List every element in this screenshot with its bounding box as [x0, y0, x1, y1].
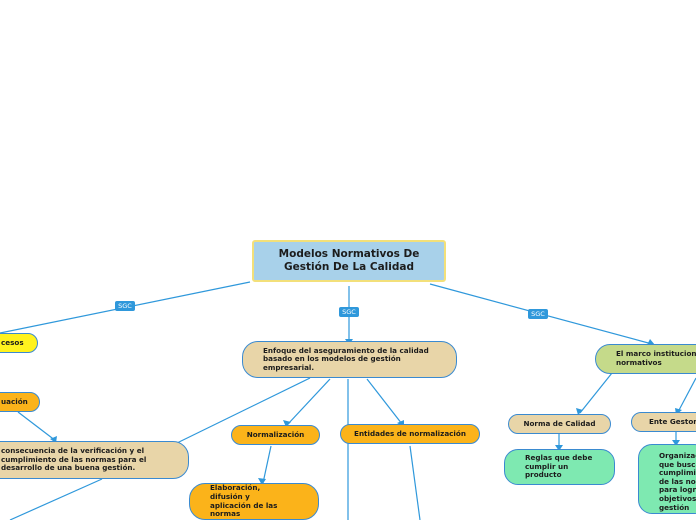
- link-right-norma: [579, 372, 613, 414]
- arrow-elaboracion: [258, 478, 266, 485]
- normalizacion-node[interactable]: Normalización: [231, 425, 320, 445]
- link-center-consecuencia: [176, 377, 311, 444]
- ente-gestor-label: Ente Gestor: [649, 416, 696, 426]
- organizacion-label: Organizac que busca cumplimie de las nor…: [659, 451, 696, 512]
- entidades-node[interactable]: Entidades de normalización: [340, 424, 480, 444]
- branch-left-label: cesos: [1, 337, 24, 347]
- link-normalizacion-elaboracion: [262, 445, 272, 484]
- link-right-ente: [677, 377, 696, 413]
- norma-calidad-label: Norma de Calidad: [523, 418, 596, 428]
- reglas-label: Reglas que debe cumplir un producto: [525, 453, 593, 480]
- ente-gestor-node[interactable]: Ente Gestor: [631, 412, 696, 432]
- consecuencia-node[interactable]: consecuencia de la verificación y el cum…: [0, 441, 189, 479]
- link-consecuencia-down: [9, 478, 103, 520]
- evaluacion-label: uación: [1, 396, 28, 406]
- elaboracion-node[interactable]: Elaboración, difusión y aplicación de la…: [189, 483, 319, 520]
- branch-right-label: El marco institucional normativos: [616, 349, 696, 367]
- central-topic[interactable]: Modelos Normativos De Gestión De La Cali…: [252, 240, 446, 282]
- link-center-entidades: [366, 378, 403, 425]
- connector-label-left: SGC: [115, 301, 135, 311]
- link-center-normalizacion: [287, 378, 331, 425]
- norma-calidad-node[interactable]: Norma de Calidad: [508, 414, 611, 434]
- link-entidades-down: [409, 445, 421, 520]
- arrow-organizacion: [672, 440, 680, 446]
- normalizacion-label: Normalización: [246, 429, 305, 439]
- elaboracion-label: Elaboración, difusión y aplicación de la…: [210, 483, 278, 519]
- arrow-norma-calidad: [576, 408, 583, 415]
- branch-right-node[interactable]: El marco institucional normativos: [595, 344, 696, 374]
- arrow-reglas: [555, 445, 563, 451]
- arrow-right-branch: [647, 339, 655, 345]
- arrow-normalizacion: [283, 420, 291, 427]
- organizacion-node[interactable]: Organizac que busca cumplimie de las nor…: [638, 444, 696, 514]
- branch-center-node[interactable]: Enfoque del aseguramiento de la calidad …: [242, 341, 457, 378]
- evaluacion-node[interactable]: uación: [0, 392, 40, 412]
- connector-label-right: SGC: [528, 309, 548, 319]
- central-topic-label: Modelos Normativos De Gestión De La Cali…: [278, 248, 420, 273]
- branch-center-label: Enfoque del aseguramiento de la calidad …: [263, 345, 429, 372]
- branch-left-node[interactable]: cesos: [0, 333, 38, 353]
- reglas-node[interactable]: Reglas que debe cumplir un producto: [504, 449, 615, 485]
- entidades-label: Entidades de normalización: [354, 428, 466, 438]
- connector-label-center: SGC: [339, 307, 359, 317]
- link-evaluacion-consecuencia: [17, 411, 57, 442]
- consecuencia-label: consecuencia de la verificación y el cum…: [1, 446, 147, 473]
